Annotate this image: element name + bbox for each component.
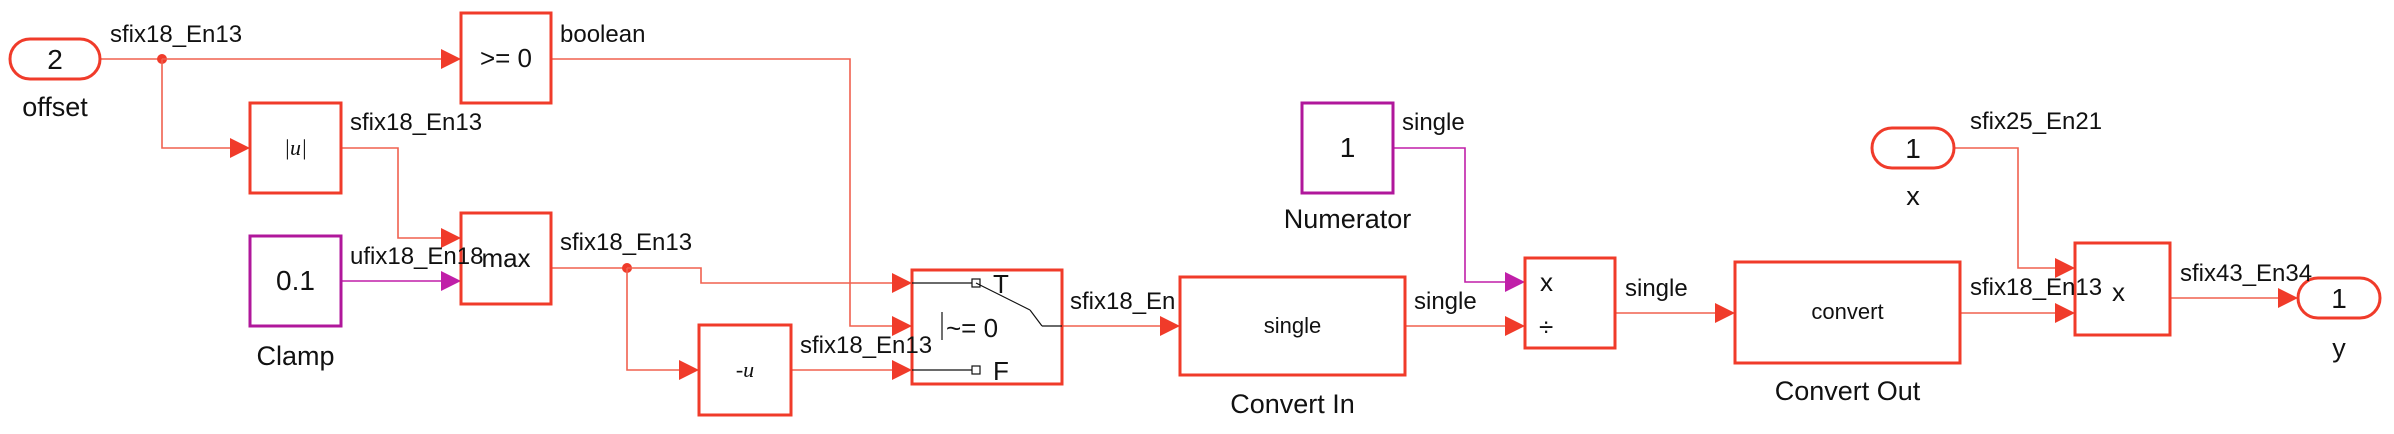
arrow-max-in2 <box>441 271 461 291</box>
inport-offset-number: 2 <box>47 44 63 75</box>
wire-abs-to-max <box>341 147 441 239</box>
arrow-divide-div <box>1505 316 1525 336</box>
convert-out-label: Convert Out <box>1775 376 1921 406</box>
switch-condition: ~= 0 <box>946 313 998 343</box>
signal-label-abs: sfix18_En13 <box>350 109 482 136</box>
signal-label-negate: sfix18_En13 <box>800 332 932 359</box>
signal-label-switch: sfix18_En <box>1070 288 1175 315</box>
inport-offset[interactable]: 2 <box>8 37 102 81</box>
max-block[interactable]: max <box>459 211 553 306</box>
wire-offset-to-abs <box>161 59 230 149</box>
divide-block[interactable]: x ÷ <box>1523 256 1617 350</box>
switch-block[interactable]: T ~= 0 F <box>910 268 1064 386</box>
inport-x-number: 1 <box>1905 133 1921 164</box>
constant-clamp-value: 0.1 <box>276 265 315 296</box>
convert-in-type: single <box>1264 313 1321 338</box>
signal-label-clamp: ufix18_En18 <box>350 243 483 270</box>
signal-label-offset: sfix18_En13 <box>110 21 242 48</box>
negate-label: -u <box>736 357 754 382</box>
arrow-divide-mul <box>1505 272 1525 292</box>
compare-to-zero-block[interactable]: >= 0 <box>459 11 553 105</box>
arrow-ge0-in <box>441 49 461 69</box>
arrow-product-in1 <box>2055 258 2075 278</box>
outport-y-label: y <box>2332 333 2346 363</box>
arrow-convert-out <box>1715 303 1735 323</box>
negate-block[interactable]: -u <box>697 323 793 417</box>
signal-label-convert-out: sfix18_En13 <box>1970 274 2102 301</box>
constant-clamp[interactable]: 0.1 <box>248 234 343 328</box>
convert-in-label: Convert In <box>1230 389 1355 419</box>
signal-label-convert-in: single <box>1414 288 1477 315</box>
arrow-max-in1 <box>441 228 461 248</box>
arrow-abs-in <box>230 138 250 158</box>
convert-out-block[interactable]: convert <box>1733 260 1962 365</box>
product-block[interactable]: x <box>2073 241 2172 337</box>
wire-ge0-to-switch <box>551 58 892 327</box>
signal-label-numerator: single <box>1402 109 1465 136</box>
switch-false-port: F <box>993 356 1009 386</box>
wire-max-to-switch-t <box>627 267 892 284</box>
max-label: max <box>481 243 530 273</box>
arrow-switch-f <box>892 360 912 380</box>
product-label: x <box>2112 277 2125 307</box>
divide-multiply-port: x <box>1540 267 1553 297</box>
arrow-switch-ctrl <box>892 316 912 336</box>
signal-label-max: sfix18_En13 <box>560 229 692 256</box>
constant-clamp-label: Clamp <box>256 341 334 371</box>
arrow-y-in <box>2278 288 2298 308</box>
arrow-product-in2 <box>2055 303 2075 323</box>
inport-offset-label: offset <box>22 92 88 122</box>
signal-label-divide: single <box>1625 275 1688 302</box>
signal-label-product: sfix43_En34 <box>2180 260 2312 287</box>
abs-label: |u| <box>284 135 307 160</box>
outport-y[interactable]: 1 <box>2296 276 2382 320</box>
compare-label: >= 0 <box>480 43 532 73</box>
constant-numerator[interactable]: 1 <box>1300 101 1395 195</box>
arrow-switch-t <box>892 273 912 293</box>
inport-x[interactable]: 1 <box>1870 126 1956 170</box>
signal-label-x: sfix25_En21 <box>1970 108 2102 135</box>
outport-y-number: 1 <box>2331 283 2347 314</box>
inport-x-label: x <box>1906 181 1920 211</box>
abs-block[interactable]: |u| <box>248 101 343 195</box>
wire-max-to-neg <box>626 268 679 371</box>
wire-x-to-product <box>1954 147 2055 269</box>
arrow-neg-in <box>679 360 699 380</box>
divide-divide-port: ÷ <box>1539 312 1553 342</box>
signal-label-compare: boolean <box>560 21 645 48</box>
constant-numerator-value: 1 <box>1340 132 1356 163</box>
convert-in-block[interactable]: single <box>1178 275 1407 377</box>
arrow-convert-in <box>1160 316 1180 336</box>
convert-out-type: convert <box>1811 299 1883 324</box>
switch-true-port: T <box>993 269 1009 299</box>
constant-numerator-label: Numerator <box>1284 204 1412 234</box>
wire-numerator-to-divide <box>1393 147 1505 283</box>
